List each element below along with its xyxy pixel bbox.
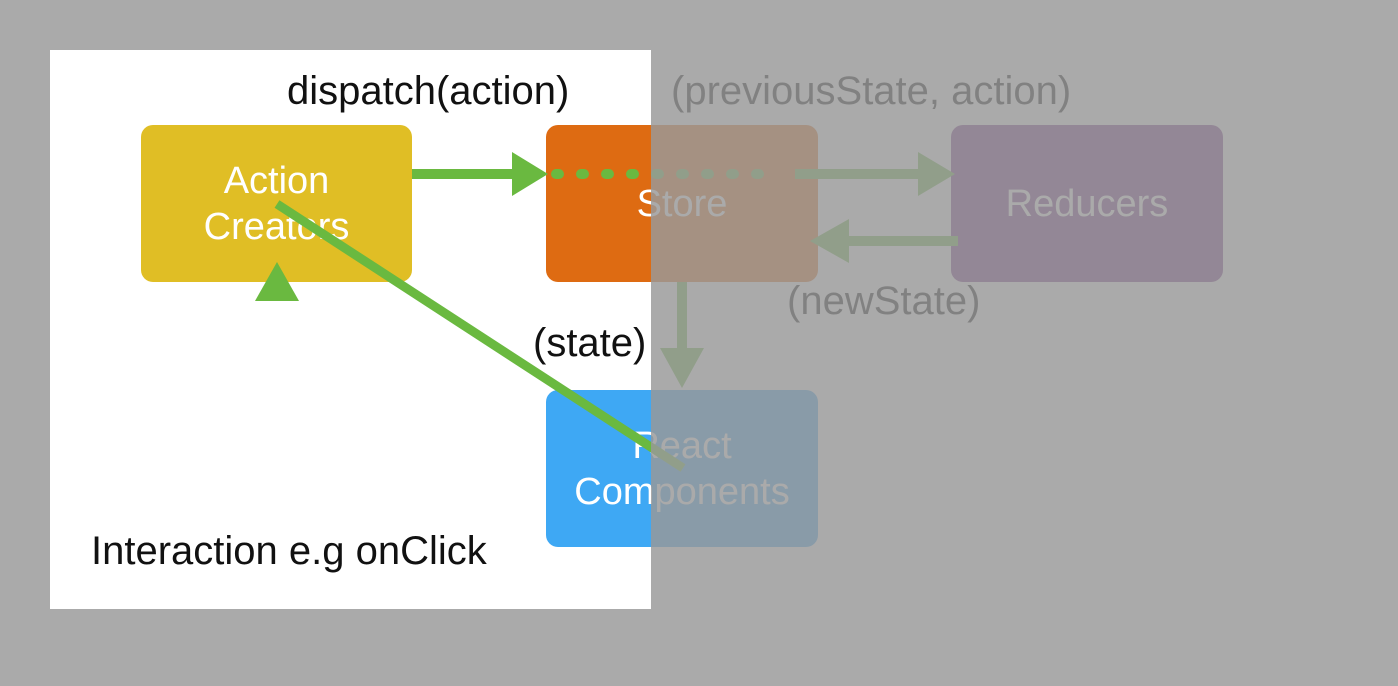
dispatch-arrowhead: [512, 152, 548, 196]
interaction-label: Interaction e.g onClick: [91, 529, 487, 573]
new-state-arrowhead: [810, 219, 849, 263]
state-arrowhead: [660, 348, 704, 388]
previous-state-arrowhead: [918, 152, 955, 196]
dispatch-action-label: dispatch(action): [287, 69, 570, 113]
previous-state-action-label: (previousState, action): [671, 69, 1072, 113]
state-label: (state): [533, 321, 647, 365]
new-state-label: (newState): [787, 279, 981, 323]
interaction-arrowhead: [255, 262, 299, 301]
